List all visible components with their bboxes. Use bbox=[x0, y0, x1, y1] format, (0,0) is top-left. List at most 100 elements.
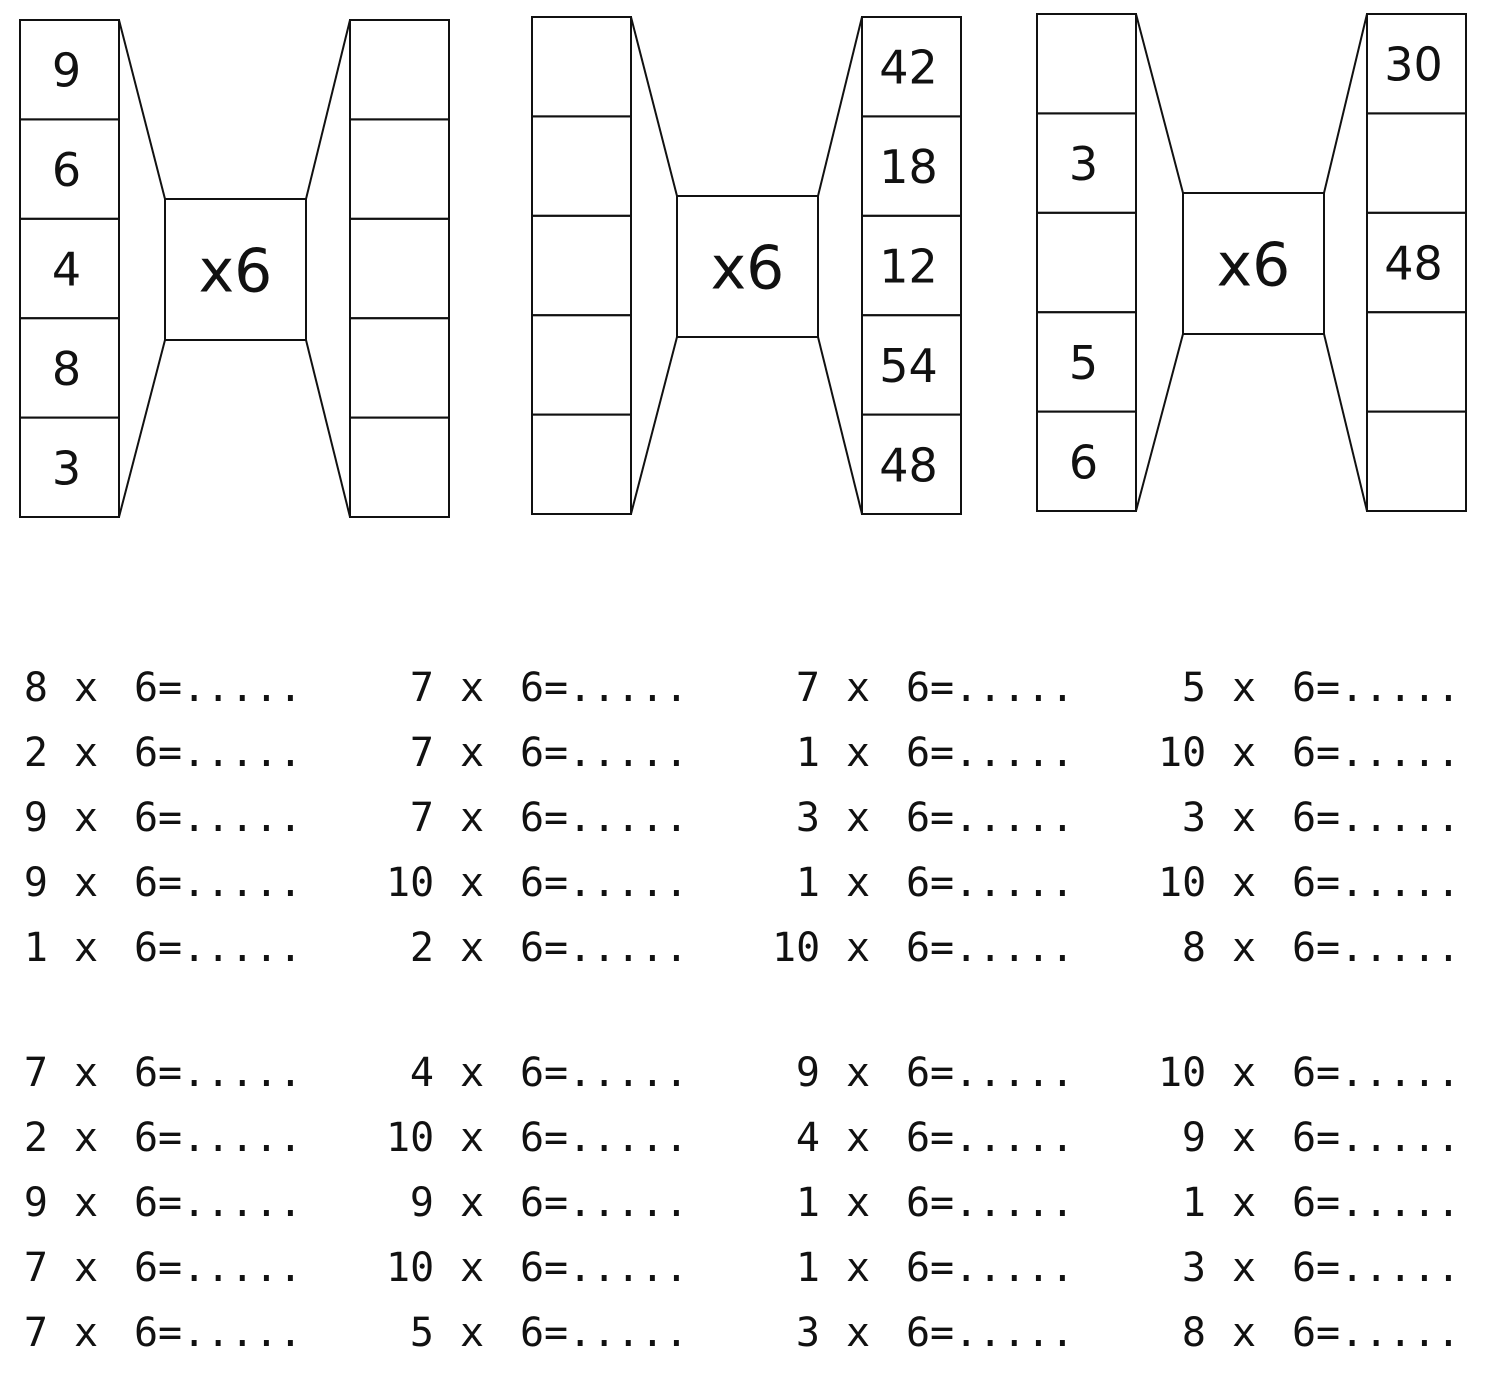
answer-blank[interactable]: =..... bbox=[1316, 665, 1461, 711]
multiplicand: 5 bbox=[409, 1310, 434, 1356]
input-cell[interactable] bbox=[1036, 410, 1137, 513]
multiplicand: 7 bbox=[409, 665, 434, 711]
answer-blank[interactable]: =..... bbox=[930, 1180, 1075, 1226]
output-cell[interactable] bbox=[349, 416, 450, 519]
answer-blank[interactable]: =..... bbox=[544, 1310, 689, 1356]
answer-blank[interactable]: =..... bbox=[544, 1245, 689, 1291]
times-sign: x bbox=[459, 1050, 485, 1096]
answer-blank[interactable]: =..... bbox=[158, 1245, 303, 1291]
answer-blank[interactable]: =..... bbox=[158, 925, 303, 971]
answer-blank[interactable]: =..... bbox=[544, 1180, 689, 1226]
answer-blank[interactable]: =..... bbox=[158, 1050, 303, 1096]
answer-blank[interactable]: =..... bbox=[1316, 1050, 1461, 1096]
answer-blank[interactable]: =..... bbox=[158, 1180, 303, 1226]
answer-blank[interactable]: =..... bbox=[544, 1115, 689, 1161]
answer-blank[interactable]: =..... bbox=[930, 1245, 1075, 1291]
output-cell[interactable] bbox=[1366, 410, 1467, 513]
multiplier: 6 bbox=[906, 795, 931, 841]
answer-blank[interactable]: =..... bbox=[158, 795, 303, 841]
answer-blank[interactable]: =..... bbox=[158, 1310, 303, 1356]
answer-blank[interactable]: =..... bbox=[1316, 795, 1461, 841]
answer-blank[interactable]: =..... bbox=[544, 730, 689, 776]
answer-blank[interactable]: =..... bbox=[1316, 1245, 1461, 1291]
answer-blank[interactable]: =..... bbox=[1316, 1115, 1461, 1161]
answer-blank[interactable]: =..... bbox=[544, 1050, 689, 1096]
answer-blank[interactable]: =..... bbox=[158, 730, 303, 776]
answer-blank[interactable]: =..... bbox=[1316, 1310, 1461, 1356]
input-cell[interactable] bbox=[531, 413, 632, 516]
times-sign: x bbox=[845, 860, 871, 906]
input-cell[interactable] bbox=[19, 416, 120, 519]
answer-blank[interactable]: =..... bbox=[930, 795, 1075, 841]
answer-blank[interactable]: =..... bbox=[1316, 1180, 1461, 1226]
multiplier: 6 bbox=[1292, 795, 1317, 841]
answer-blank[interactable]: =..... bbox=[544, 860, 689, 906]
answer-blank[interactable]: =..... bbox=[158, 860, 303, 906]
answer-blank[interactable]: =..... bbox=[1316, 730, 1461, 776]
answer-blank[interactable]: =..... bbox=[1316, 860, 1461, 906]
input-value: 9 bbox=[52, 44, 81, 98]
answer-blank[interactable]: =..... bbox=[930, 1310, 1075, 1356]
times-sign: x bbox=[845, 1115, 871, 1161]
answer-blank[interactable]: =..... bbox=[544, 795, 689, 841]
answer-blank[interactable]: =..... bbox=[544, 925, 689, 971]
answer-blank[interactable]: =..... bbox=[930, 925, 1075, 971]
answer-blank[interactable]: =..... bbox=[158, 1115, 303, 1161]
times-sign: x bbox=[1231, 1245, 1257, 1291]
times-sign: x bbox=[845, 925, 871, 971]
multiplier: 6 bbox=[520, 925, 545, 971]
answer-blank[interactable]: =..... bbox=[544, 665, 689, 711]
times-sign: x bbox=[1231, 795, 1257, 841]
answer-blank[interactable]: =..... bbox=[930, 730, 1075, 776]
answer-blank[interactable]: =..... bbox=[930, 860, 1075, 906]
answer-blank[interactable]: =..... bbox=[930, 1115, 1075, 1161]
answer-blank[interactable]: =..... bbox=[930, 665, 1075, 711]
answer-blank[interactable]: =..... bbox=[158, 665, 303, 711]
output-cell[interactable] bbox=[861, 413, 962, 516]
answer-blank[interactable]: =..... bbox=[930, 1050, 1075, 1096]
multiplicand: 7 bbox=[409, 730, 434, 776]
answer-blank[interactable]: =..... bbox=[1316, 925, 1461, 971]
multiplier: 6 bbox=[134, 1050, 159, 1096]
